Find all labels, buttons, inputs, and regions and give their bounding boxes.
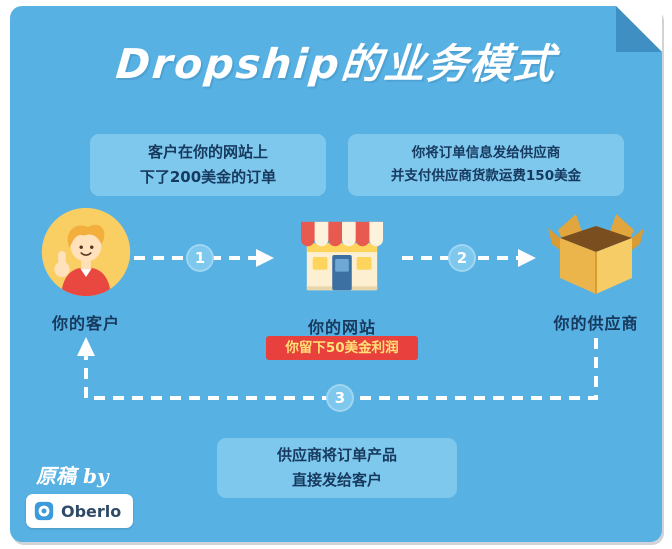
note-direct-shipping: 供应商将订单产品 直接发给客户 — [217, 438, 457, 498]
customer-avatar-icon — [41, 207, 131, 297]
step-3-badge: 3 — [326, 384, 354, 412]
oberlo-brand-text: Oberlo — [61, 501, 122, 521]
oberlo-logo-icon — [34, 501, 54, 521]
note-supplier-payment: 你将订单信息发给供应商 并支付供应商货款运费150美金 — [348, 134, 624, 196]
folded-corner-icon — [616, 6, 662, 52]
note-line: 并支付供应商货款运费150美金 — [390, 168, 582, 184]
page-title: Dropship的业务模式 — [114, 40, 559, 88]
website-label: 你的网站 — [307, 318, 376, 337]
oberlo-logo: Oberlo — [26, 494, 134, 528]
step-1-badge: 1 — [186, 244, 214, 272]
open-box-icon — [548, 214, 644, 294]
customer-label: 你的客户 — [51, 314, 120, 333]
note-line: 你将订单信息发给供应商 — [411, 145, 561, 162]
note-customer-order: 客户在你的网站上 下了200美金的订单 — [90, 134, 326, 196]
note-line: 供应商将订单产品 — [276, 445, 397, 464]
storefront-icon — [300, 221, 384, 291]
note-line: 下了200美金的订单 — [139, 168, 277, 186]
profit-badge: 你留下50美金利润 — [266, 336, 418, 360]
step-2-badge: 2 — [448, 244, 476, 272]
credit-text: 原稿 by — [36, 464, 109, 488]
note-line: 客户在你的网站上 — [147, 142, 268, 161]
note-line: 直接发给客户 — [291, 471, 382, 489]
supplier-label: 你的供应商 — [553, 314, 639, 333]
